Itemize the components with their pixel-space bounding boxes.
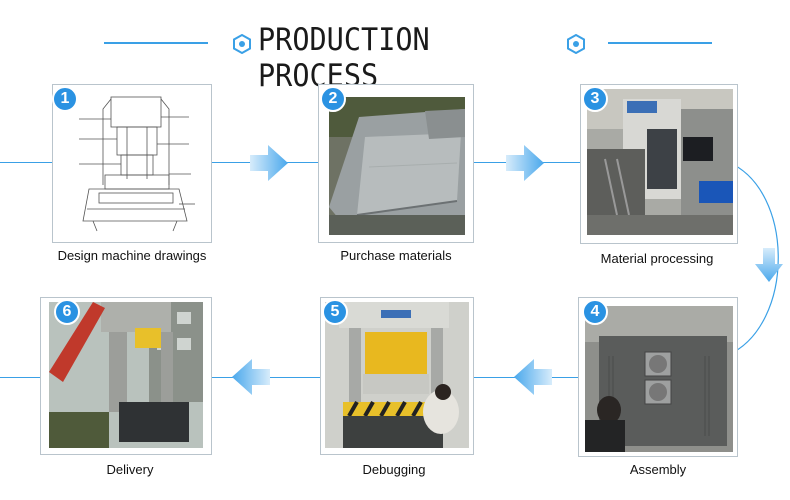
page-title: PRODUCTION PROCESS bbox=[258, 22, 430, 94]
step-label: Design machine drawings bbox=[57, 248, 207, 263]
step-label: Debugging bbox=[362, 462, 426, 477]
arrow-right-icon bbox=[506, 145, 544, 181]
step-number-badge: 4 bbox=[582, 299, 608, 325]
hexagon-bullet-icon bbox=[567, 34, 585, 54]
step-card-purchase: 2 bbox=[318, 84, 474, 243]
step-label: Purchase materials bbox=[340, 248, 452, 263]
step-number-badge: 5 bbox=[322, 299, 348, 325]
step-label: Assembly bbox=[629, 462, 687, 477]
step-number-badge: 6 bbox=[54, 299, 80, 325]
metal-plates-image bbox=[329, 97, 465, 235]
flow-line bbox=[0, 377, 40, 378]
curved-flow-line bbox=[727, 161, 779, 356]
step-card-processing: 3 bbox=[580, 84, 738, 244]
step-card-delivery: 6 bbox=[40, 297, 212, 455]
step-card-debugging: 5 bbox=[320, 297, 474, 455]
truck-crane-image bbox=[49, 302, 203, 448]
step-label: Delivery bbox=[106, 462, 154, 477]
arrow-left-icon bbox=[514, 359, 552, 395]
arrow-down-icon bbox=[755, 248, 783, 282]
flow-line bbox=[0, 162, 52, 163]
step-number-badge: 1 bbox=[52, 86, 78, 112]
step-card-assembly: 4 bbox=[578, 297, 738, 457]
header-line-right bbox=[608, 42, 712, 44]
electrical-cabinet-image bbox=[585, 306, 733, 452]
arrow-right-icon bbox=[250, 145, 288, 181]
step-number-badge: 2 bbox=[320, 86, 346, 112]
cnc-machine-image bbox=[587, 89, 733, 235]
header-line-left bbox=[104, 42, 208, 44]
arrow-left-icon bbox=[232, 359, 270, 395]
machine-drawing-image bbox=[59, 89, 205, 239]
step-number-badge: 3 bbox=[582, 86, 608, 112]
step-label: Material processing bbox=[600, 251, 714, 266]
hexagon-bullet-icon bbox=[233, 34, 251, 54]
hydraulic-press-image bbox=[325, 302, 469, 448]
step-card-design: 1 bbox=[52, 84, 212, 243]
